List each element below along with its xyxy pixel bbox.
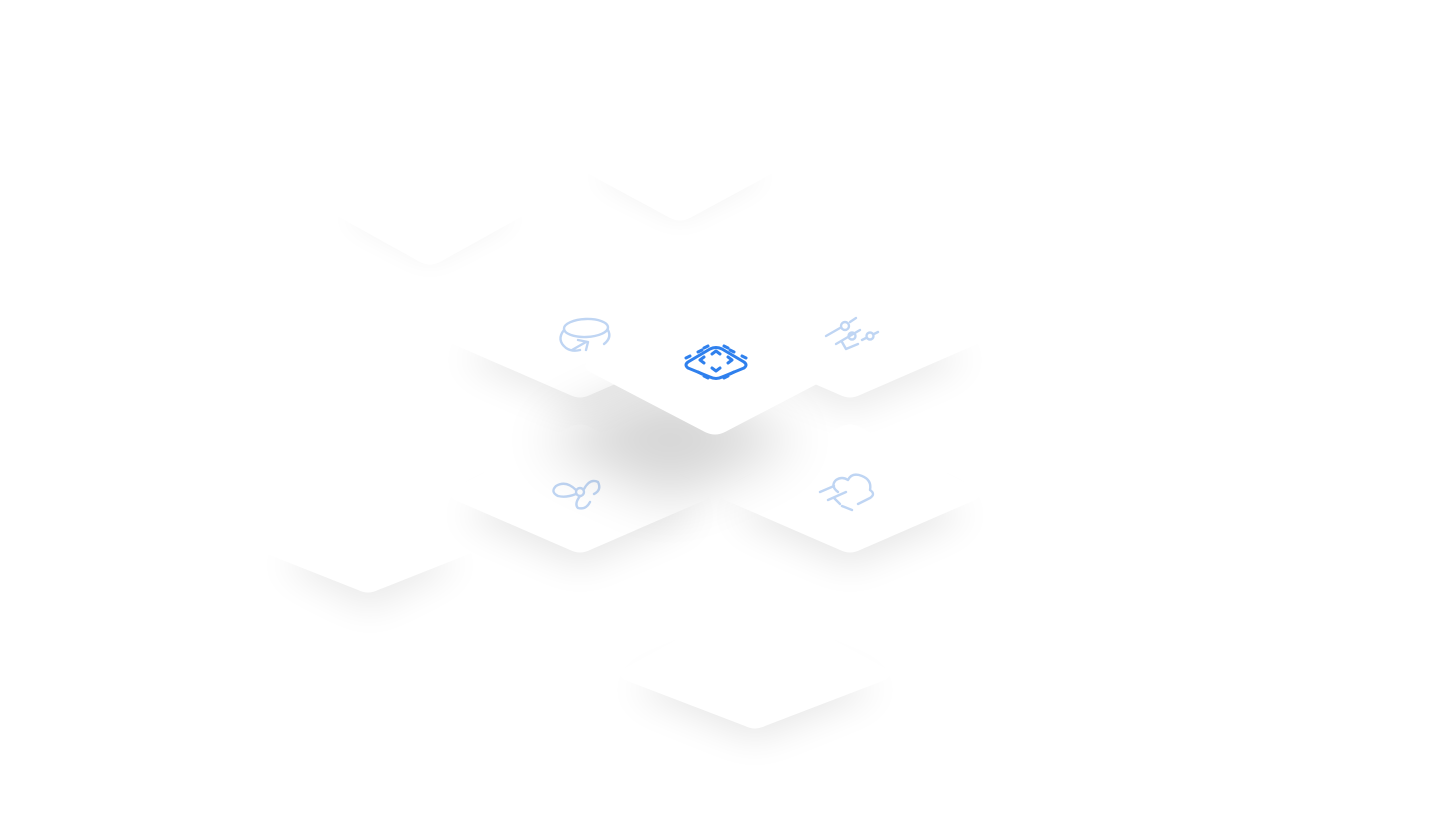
- database-sync-icon: [559, 317, 611, 352]
- fan-icon: [552, 479, 601, 510]
- ghost-tile-top-center: [580, 109, 780, 221]
- settings-sliders-icon: [824, 316, 880, 351]
- ghost-tile-bottom-center: [620, 599, 890, 740]
- cloud-wind-icon: [818, 473, 875, 512]
- cpu-chip-icon: [684, 344, 748, 380]
- tile-cloud-wind: [720, 424, 980, 567]
- ghost-tile-top-left: [325, 147, 535, 265]
- tile-cpu-chip[interactable]: [540, 295, 845, 501]
- ghost-tile-bottom-left: [257, 483, 479, 610]
